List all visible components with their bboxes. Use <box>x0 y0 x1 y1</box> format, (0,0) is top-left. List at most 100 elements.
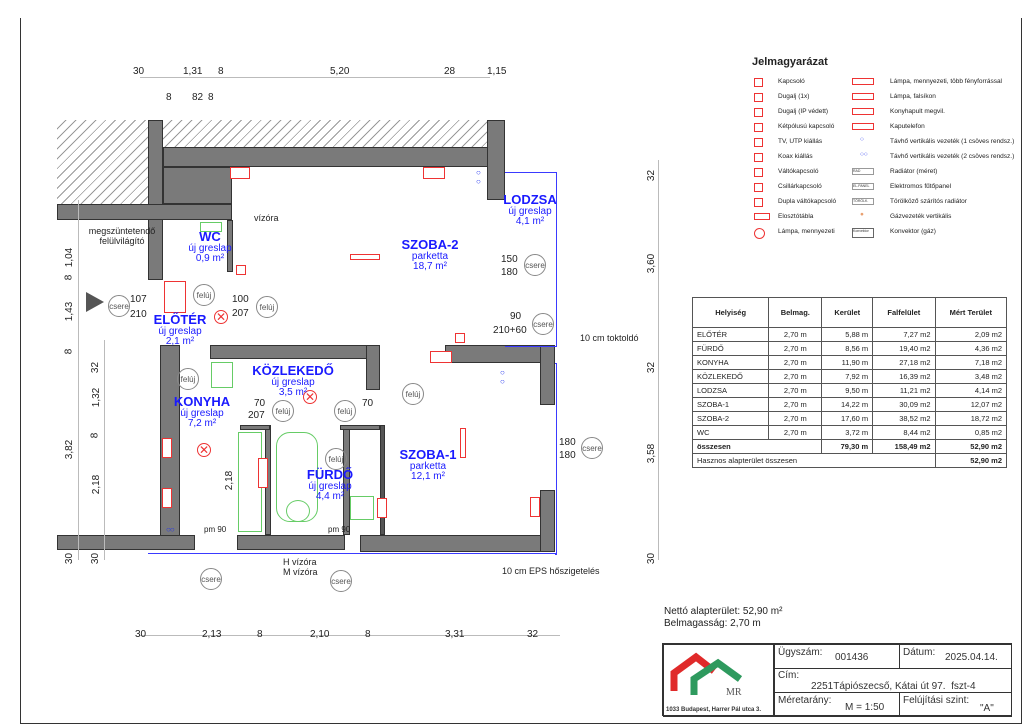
district-heating-pipe-icon: ○○ <box>476 168 481 186</box>
district-heating-pipe-icon: ○○ <box>500 368 505 386</box>
legend-symbol-icon <box>852 93 874 100</box>
renovate-label: felúj <box>337 406 353 416</box>
dimension-line <box>140 635 560 636</box>
neighbor-hatch <box>57 120 148 204</box>
window-height: 180 <box>501 267 518 278</box>
table-cell: 2,70 m <box>768 425 823 440</box>
room-floor: parketta <box>409 460 447 472</box>
level-value: "A" <box>980 703 994 714</box>
ceiling-lamp-icon: ✕ <box>214 310 228 324</box>
dim-label: 30 <box>90 552 102 565</box>
legend-symbol-icon: ○○ <box>860 151 868 158</box>
renovate-marker: felúj <box>256 296 278 318</box>
legend-label: Távhő vertikális vezeték (2 csöves rends… <box>890 153 1015 160</box>
wall <box>340 425 380 430</box>
replace-label: csere <box>582 443 602 453</box>
table-cell: 7,92 m <box>821 369 874 384</box>
window-width: 180 <box>559 437 576 448</box>
legend-symbol-icon <box>852 123 874 130</box>
wall <box>57 204 232 220</box>
legend-symbol-icon: Konvektor <box>852 228 874 238</box>
room-area: 4,4 m² <box>315 491 345 503</box>
table-cell: 2,70 m <box>768 341 823 356</box>
table-cell: 4,36 m2 <box>934 341 1008 356</box>
case-value: 001436 <box>835 652 869 663</box>
dim-label: 30 <box>646 552 658 565</box>
table-cell: 38,52 m2 <box>872 411 936 426</box>
legend-symbol-icon: RAD <box>852 168 874 175</box>
legend-symbol-icon <box>754 138 763 147</box>
room-name: SZOBA-1 <box>399 447 457 462</box>
wall <box>366 345 380 390</box>
table-cell: 4,14 m2 <box>934 383 1008 398</box>
table-cell: 3,48 m2 <box>934 369 1008 384</box>
renovate-label: felúj <box>259 302 275 312</box>
legend-label: Kapcsoló <box>778 78 805 85</box>
socket-icon <box>430 351 452 363</box>
legend-label: Konyhapult megvil. <box>890 108 945 115</box>
replace-marker: csere <box>532 313 554 335</box>
door-width: 70 <box>362 398 374 409</box>
wall <box>487 120 505 200</box>
table-cell: 27,18 m2 <box>872 355 936 370</box>
door-width: 107 <box>130 294 147 305</box>
dim-label: 8 <box>218 66 224 77</box>
legend-label: Távhő vertikális vezeték (1 csöves rends… <box>890 138 1015 145</box>
dim-label: 2,10 <box>310 629 330 640</box>
renovate-marker: felúj <box>334 400 356 422</box>
table-cell: 30,09 m2 <box>872 397 936 412</box>
room-name: KONYHA <box>173 394 231 409</box>
dim-label: 3,31 <box>445 629 465 640</box>
dim-label: 1,31 <box>183 66 203 77</box>
legend-symbol-icon: ● <box>860 211 864 218</box>
room-area: 18,7 m² <box>413 261 447 273</box>
legend-symbol-icon <box>754 168 763 177</box>
wall <box>148 120 163 280</box>
renovate-marker: felúj <box>193 284 215 306</box>
table-cell: 7,18 m2 <box>934 355 1008 370</box>
table-cell: 2,70 m <box>768 383 823 398</box>
room-area: 7,2 m² <box>187 418 217 430</box>
table-cell: Hasznos alapterület összesen <box>692 453 936 468</box>
dim-label: 1,43 <box>64 301 76 322</box>
legend-symbol-icon: ○ <box>860 136 864 143</box>
legend-symbol-icon <box>754 198 763 207</box>
dimension-line <box>78 200 79 560</box>
level-cell: Felújítási szint:"A" <box>899 692 1012 717</box>
wall <box>380 425 385 535</box>
insulation-line <box>555 363 557 555</box>
table-cell: 7,27 m2 <box>872 327 936 342</box>
dim-label: 8 <box>89 432 101 439</box>
legend-label: Törölköző szárítós radiátor <box>890 198 967 205</box>
address-value: 2251Tápiószecső, Kátai út 97. fszt-4 <box>811 681 976 692</box>
socket-icon <box>162 488 172 508</box>
dim-label: 8 <box>257 629 263 640</box>
room-floor: új greslap <box>508 205 552 217</box>
ceiling-lamp-icon: ✕ <box>303 390 317 404</box>
renovate-marker: felúj <box>272 400 294 422</box>
legend-symbol-icon <box>754 228 765 239</box>
table-cell: 2,70 m <box>768 411 823 426</box>
wall <box>240 425 270 430</box>
table-cell: SZOBA-1 <box>691 397 770 412</box>
dim-label: 3,82 <box>64 439 76 460</box>
legend-label: Koax kiállás <box>778 153 813 160</box>
socket-icon <box>230 167 250 179</box>
table-cell: SZOBA-2 <box>691 411 770 426</box>
table-header: Kerület <box>821 297 874 328</box>
note-door-extension: 10 cm toktoldó <box>580 333 639 343</box>
dim-label: 8 <box>63 274 75 281</box>
table-cell: 79,30 m <box>821 439 874 454</box>
room-name: SZOBA-2 <box>401 237 459 252</box>
room-name: ELŐTÉR <box>153 312 207 327</box>
room-area: 2,1 m² <box>165 336 195 348</box>
table-header: Falfelület <box>872 297 936 328</box>
